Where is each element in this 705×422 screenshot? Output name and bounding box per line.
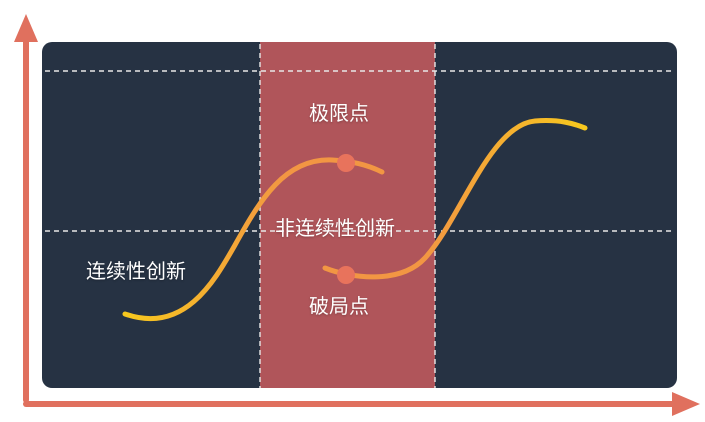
discontinuous-innovation-label: 非连续性创新: [275, 216, 395, 240]
continuous-innovation-label: 连续性创新: [86, 259, 186, 283]
x-axis-arrow-icon: [672, 392, 700, 416]
discontinuity-band: [260, 42, 435, 388]
y-axis-arrow-icon: [14, 14, 38, 42]
second-s-curve: [322, 118, 588, 280]
breakthrough-point-label: 破局点: [309, 294, 369, 318]
limit-point-label: 极限点: [309, 101, 369, 125]
limit-point-marker: [337, 154, 355, 172]
breakthrough-point-marker: [337, 266, 355, 284]
